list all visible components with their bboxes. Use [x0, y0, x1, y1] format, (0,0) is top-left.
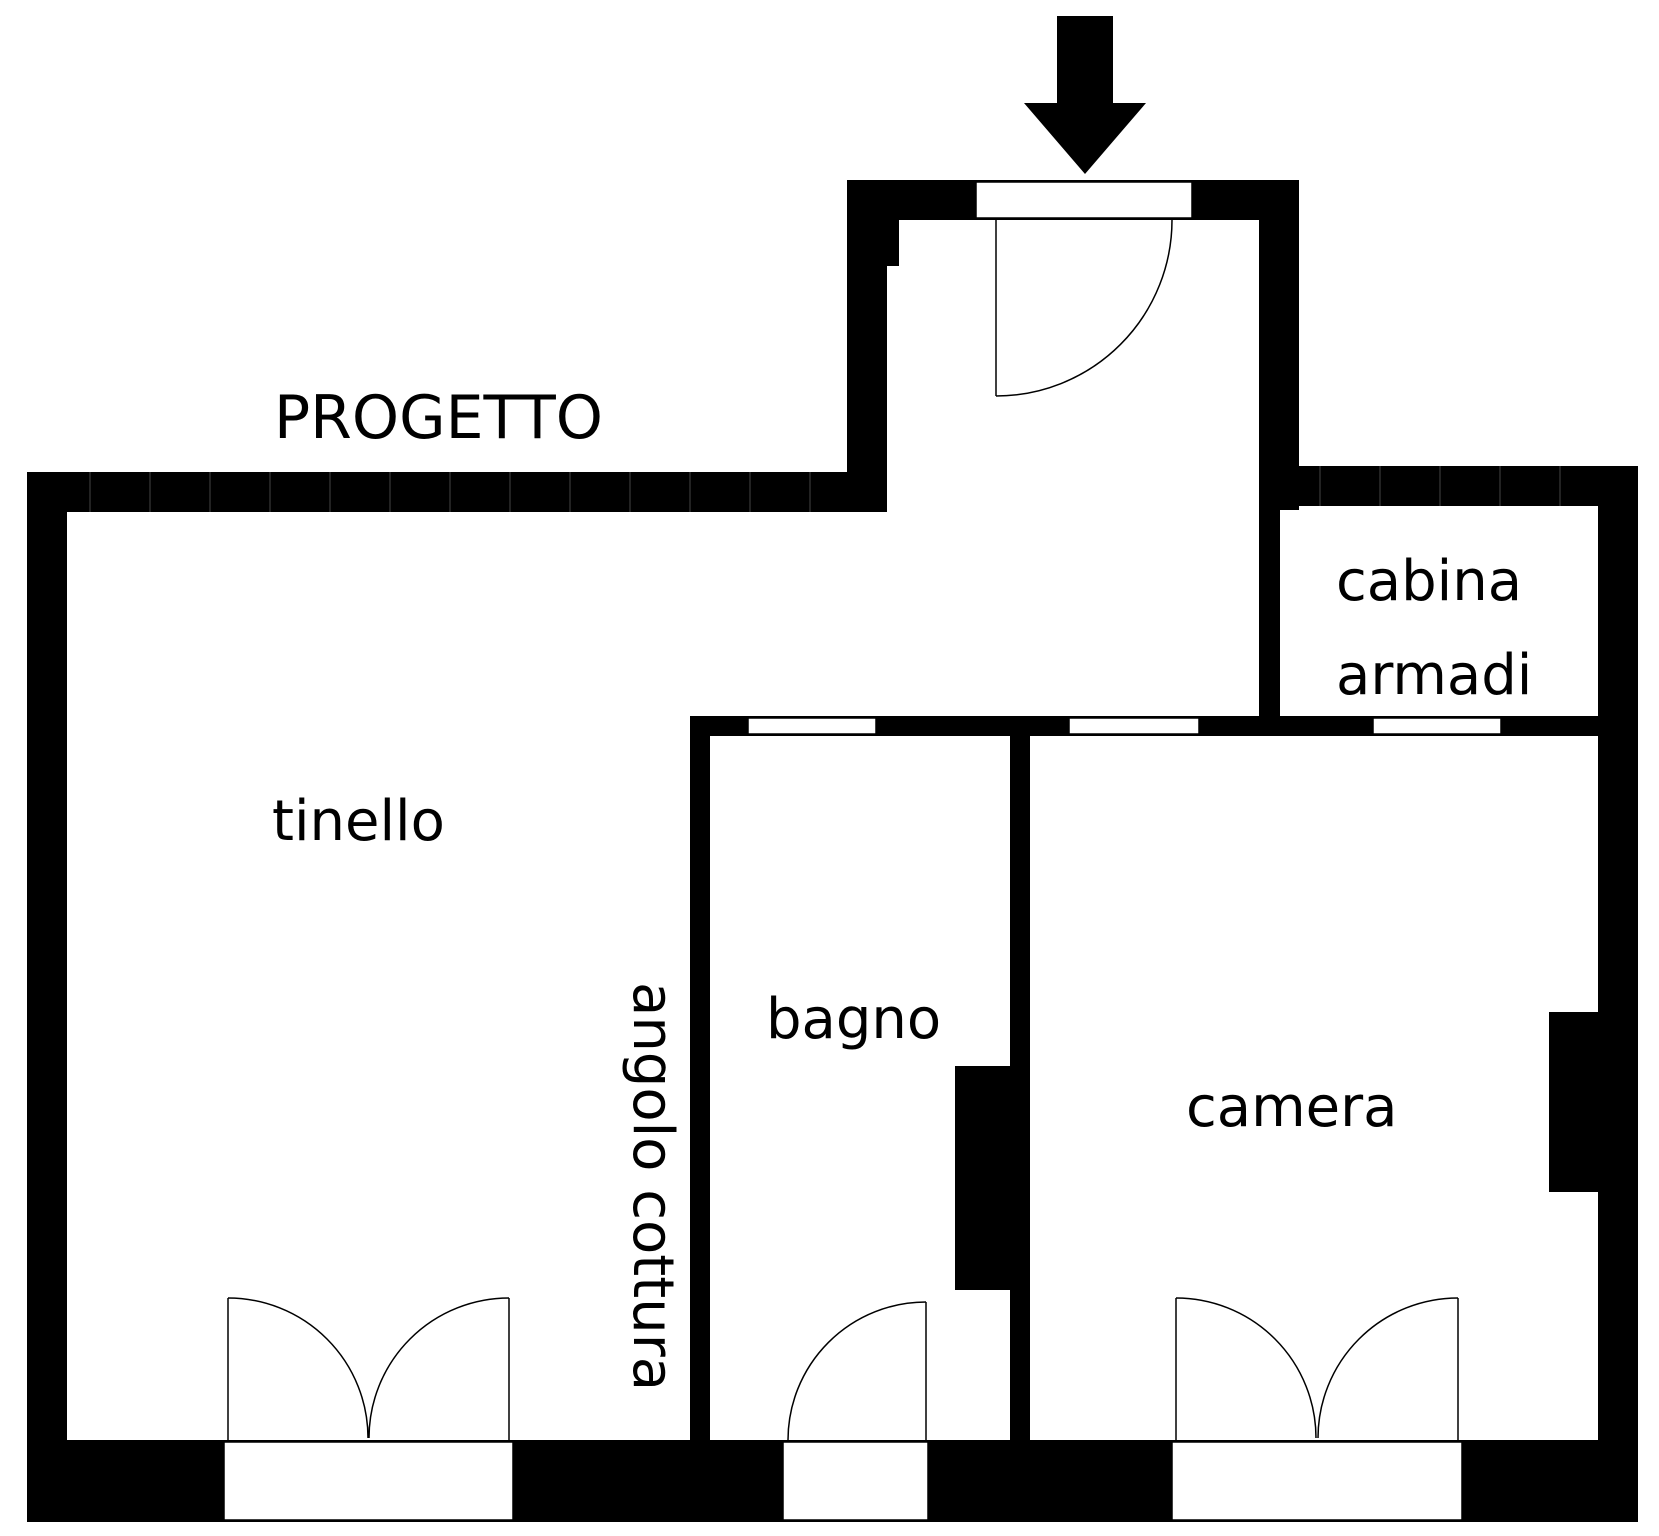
wall-notch — [887, 220, 899, 266]
plan-title: PROGETTO — [274, 383, 603, 453]
entrance-door-swing — [995, 219, 1173, 397]
entrance-door-opening — [975, 181, 1193, 219]
wall-tinello-right — [690, 716, 710, 1442]
tinello-double-door-swing — [227, 1297, 510, 1440]
tinello-window-opening — [223, 1441, 514, 1521]
wall-top-right — [1259, 466, 1638, 506]
room-label-bagno: bagno — [766, 987, 941, 1052]
camera-wall-block — [1549, 1012, 1598, 1192]
walls — [27, 180, 1638, 1522]
wall-left — [27, 472, 67, 1522]
room-label-cabina: cabina — [1336, 549, 1522, 614]
wall-cabina-left — [1259, 466, 1280, 736]
wall-bagno-right — [1010, 716, 1030, 1442]
camera-window-opening — [1171, 1441, 1463, 1521]
bagno-wall-block — [955, 1066, 1010, 1290]
wall-right — [1598, 466, 1638, 1522]
room-label-angolo-cottura: angolo cottura — [620, 982, 685, 1391]
arrow-down-icon — [1024, 16, 1146, 174]
door-swings — [227, 219, 1459, 1441]
camera-double-door-swing — [1175, 1297, 1459, 1440]
wall-hatching — [89, 466, 1561, 512]
cabina-door-opening — [1372, 717, 1502, 735]
bagno-door-opening — [747, 717, 877, 735]
bagno-window-opening — [782, 1441, 929, 1521]
room-label-armadi: armadi — [1336, 643, 1532, 708]
camera-door-opening — [1068, 717, 1200, 735]
room-label-tinello: tinello — [272, 789, 445, 854]
bagno-door-swing — [787, 1301, 927, 1441]
room-label-camera: camera — [1186, 1075, 1397, 1140]
openings — [223, 181, 1502, 1521]
wall-corridor-left — [847, 180, 887, 512]
wall-top-left — [27, 472, 887, 512]
wall-corridor-right — [1259, 180, 1299, 510]
